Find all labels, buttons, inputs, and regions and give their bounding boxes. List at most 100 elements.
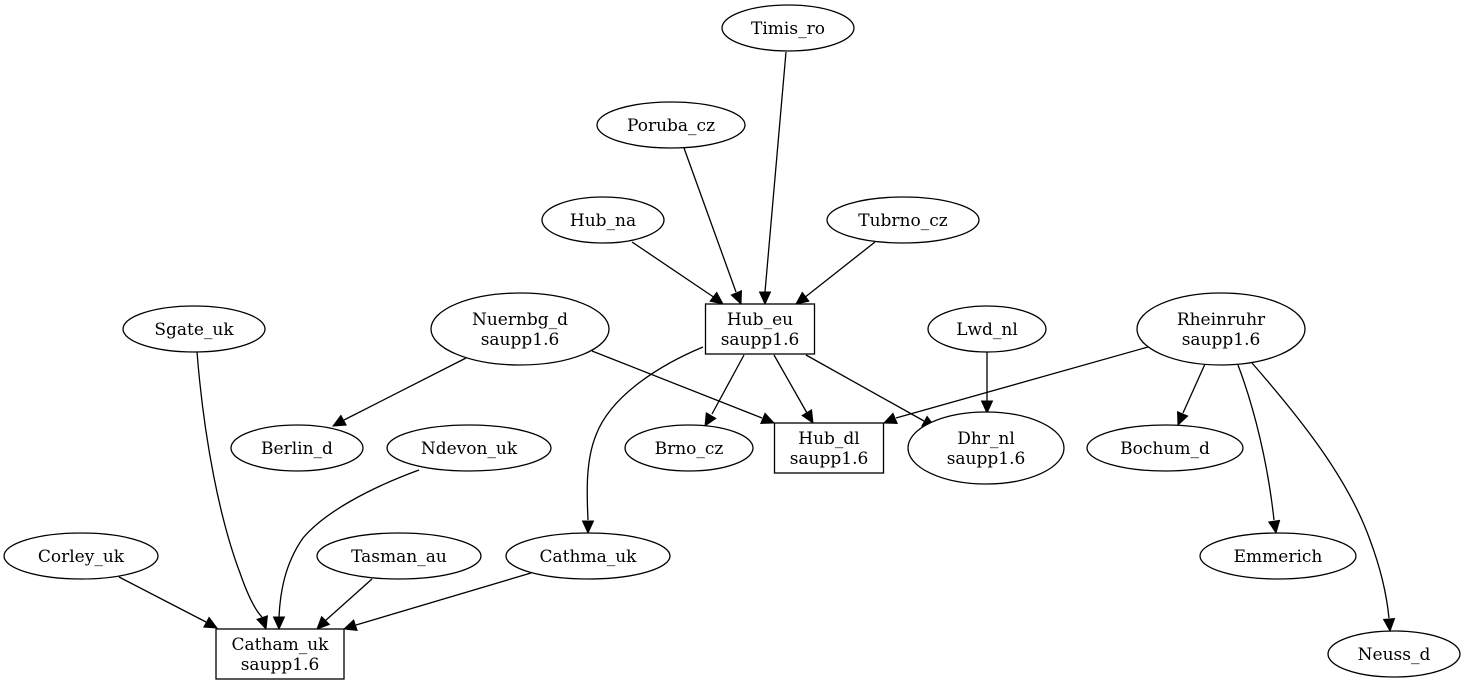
edge-ndevon_uk-to-catham_uk (272, 469, 420, 631)
arrowhead (331, 414, 347, 427)
edge-hub_eu-to-dhr_nl (805, 354, 937, 428)
edge-line (324, 578, 373, 622)
node-ellipse (316, 532, 482, 580)
edge-corley_uk-to-catham_uk (118, 576, 219, 629)
arrowhead (1267, 519, 1281, 535)
edge-rheinruhr-to-bochum_d (1177, 363, 1206, 427)
node-label: Tasman_au (351, 547, 447, 567)
node-ellipse (624, 424, 754, 472)
node-corley_uk: Corley_uk (3, 532, 159, 580)
arrowhead (882, 412, 898, 424)
edge-line (278, 469, 420, 618)
edge-line (805, 354, 925, 422)
edge-line (591, 350, 763, 419)
node-label: Sgate_uk (154, 320, 234, 340)
node-ellipse (541, 196, 665, 244)
node-ndevon_uk: Ndevon_uk (386, 424, 552, 472)
arrowhead (1382, 618, 1396, 633)
node-label: Hub_dl (798, 429, 859, 449)
node-ellipse (386, 424, 552, 472)
node-bochum_d: Bochum_d (1086, 424, 1244, 472)
edge-hub_eu-to-cathma_uk (581, 346, 704, 535)
node-ellipse (3, 532, 159, 580)
node-label: saupp1.6 (481, 330, 560, 350)
node-label: Timis_ro (751, 19, 825, 39)
node-berlin_d: Berlin_d (230, 424, 364, 472)
arrowhead (1177, 411, 1189, 427)
edge-line (631, 241, 716, 299)
edge-poruba_cz-to-hub_eu (683, 147, 742, 306)
node-label: saupp1.6 (1182, 330, 1261, 350)
node-label: saupp1.6 (721, 330, 800, 350)
edge-tubrno_cz-to-hub_eu (795, 241, 876, 305)
node-ellipse (230, 424, 364, 472)
node-label: Neuss_d (1358, 645, 1431, 665)
node-ellipse (1199, 532, 1357, 580)
node-label: Ndevon_uk (421, 439, 518, 459)
node-neuss_d: Neuss_d (1327, 630, 1461, 678)
edge-line (355, 572, 532, 626)
edge-line (1251, 362, 1390, 619)
edge-line (683, 147, 737, 293)
node-label: Catham_uk (232, 635, 330, 655)
arrowhead (342, 619, 358, 632)
arrowhead (709, 291, 724, 305)
edge-line (764, 51, 787, 293)
arrowhead (256, 615, 269, 631)
edge-rheinruhr-to-neuss_d (1251, 362, 1396, 633)
node-tasman_au: Tasman_au (316, 532, 482, 580)
edge-line (118, 576, 207, 623)
edge-line (895, 346, 1149, 419)
edge-line (803, 241, 876, 299)
node-label: Rheinruhr (1177, 310, 1266, 330)
arrowhead (272, 616, 286, 631)
node-label: saupp1.6 (947, 449, 1026, 469)
edge-hub_eu-to-hub_dl (773, 354, 814, 425)
node-cathma_uk: Cathma_uk (505, 532, 671, 580)
node-ellipse (430, 292, 610, 366)
edge-hub_na-to-hub_eu (631, 241, 724, 305)
node-label: Hub_eu (727, 310, 793, 330)
edge-line (343, 357, 467, 421)
node-label: Lwd_nl (956, 320, 1018, 340)
node-box (704, 303, 816, 355)
edge-line (773, 354, 808, 414)
arrowhead (203, 616, 219, 629)
node-ellipse (1327, 630, 1461, 678)
node-sgate_uk: Sgate_uk (122, 305, 266, 353)
edge-line (586, 346, 704, 521)
node-label: Berlin_d (261, 439, 333, 459)
arrowhead (581, 520, 595, 535)
edge-tasman_au-to-catham_uk (316, 578, 373, 630)
edge-line (1182, 363, 1206, 414)
node-box (773, 422, 885, 474)
arrowhead (795, 291, 810, 305)
node-box (215, 628, 345, 680)
node-ellipse (1086, 424, 1244, 472)
node-label: Hub_na (570, 211, 636, 231)
node-label: Nuernbg_d (472, 310, 568, 330)
node-label: saupp1.6 (241, 655, 320, 675)
edge-line (1237, 364, 1275, 521)
node-ellipse (927, 305, 1047, 353)
edge-sgate_uk-to-catham_uk (196, 351, 269, 631)
node-ellipse (907, 411, 1065, 485)
node-poruba_cz: Poruba_cz (596, 101, 746, 149)
node-ellipse (596, 101, 746, 149)
arrowhead (758, 291, 772, 306)
node-hub_na: Hub_na (541, 196, 665, 244)
node-label: Brno_cz (655, 439, 724, 459)
edge-rheinruhr-to-emmerich (1237, 364, 1281, 535)
node-ellipse (122, 305, 266, 353)
arrowhead (704, 412, 717, 428)
arrowhead (980, 400, 994, 415)
edge-nuernbg_d-to-berlin_d (331, 357, 467, 427)
